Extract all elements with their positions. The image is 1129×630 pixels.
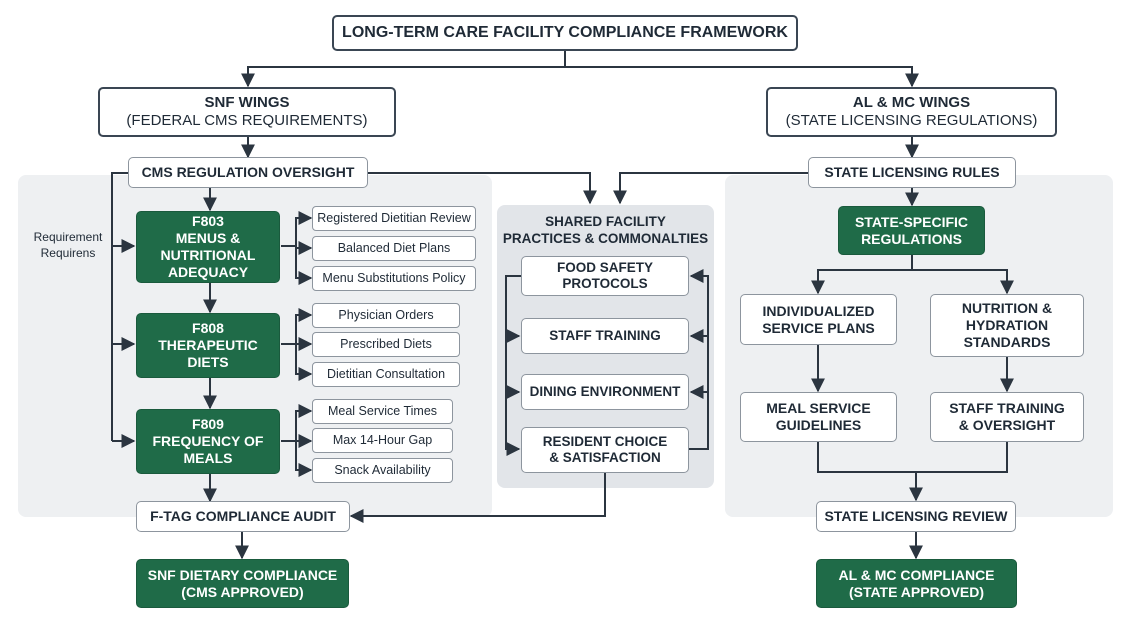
- cms-regulation-oversight: CMS REGULATION OVERSIGHT: [128, 157, 368, 188]
- meal-service-guidelines: MEAL SERVICE GUIDELINES: [740, 392, 897, 442]
- almc-compliance-line-2: (STATE APPROVED): [848, 583, 985, 600]
- f809-node: F809 FREQUENCY OF MEALS: [136, 409, 280, 474]
- shared-dining-environment: DINING ENVIRONMENT: [521, 374, 689, 410]
- side-note: Requirement Requirens: [22, 230, 114, 261]
- side-note-line-1: Requirement: [33, 230, 103, 244]
- almc-wings-header: AL & MC WINGS (STATE LICENSING REGULATIO…: [766, 87, 1057, 137]
- leaf-max-14-hour-gap: Max 14-Hour Gap: [312, 428, 453, 453]
- side-note-line-2: Requirens: [40, 245, 96, 260]
- f-tag-compliance-audit: F-TAG COMPLIANCE AUDIT: [136, 501, 350, 532]
- snf-wings-subtitle: (FEDERAL CMS REQUIREMENTS): [126, 112, 368, 129]
- shared-title-line-1: SHARED FACILITY: [545, 214, 666, 229]
- f808-node: F808 THERAPEUTIC DIETS: [136, 313, 280, 378]
- state-specific-regulations: STATE-SPECIFIC REGULATIONS: [838, 206, 985, 255]
- staff-training-oversight: STAFF TRAINING & OVERSIGHT: [930, 392, 1084, 442]
- almc-compliance-line-1: AL & MC COMPLIANCE: [838, 566, 995, 583]
- f803-code: F803: [192, 213, 224, 230]
- snf-wings-header: SNF WINGS (FEDERAL CMS REQUIREMENTS): [98, 87, 396, 137]
- leaf-balanced-diet-plans: Balanced Diet Plans: [312, 236, 476, 261]
- shared-food-safety: FOOD SAFETY PROTOCOLS: [521, 256, 689, 296]
- shared-staff-training: STAFF TRAINING: [521, 318, 689, 354]
- almc-wings-title: AL & MC WINGS: [852, 94, 971, 111]
- f809-code: F809: [192, 416, 224, 433]
- leaf-registered-dietitian-review: Registered Dietitian Review: [312, 206, 476, 231]
- shared-resident-choice: RESIDENT CHOICE & SATISFACTION: [521, 427, 689, 473]
- snf-compliance-line-2: (CMS APPROVED): [181, 583, 304, 600]
- almc-wings-subtitle: (STATE LICENSING REGULATIONS): [785, 112, 1038, 129]
- leaf-dietitian-consultation: Dietitian Consultation: [312, 362, 460, 387]
- f803-name: MENUS & NUTRITIONAL ADEQUACY: [160, 230, 256, 280]
- state-licensing-rules: STATE LICENSING RULES: [808, 157, 1016, 188]
- nutrition-hydration-standards: NUTRITION & HYDRATION STANDARDS: [930, 294, 1084, 357]
- shared-title-line-2: PRACTICES & COMMONALTIES: [502, 230, 709, 246]
- f803-node: F803 MENUS & NUTRITIONAL ADEQUACY: [136, 211, 280, 283]
- shared-practices-title: SHARED FACILITY PRACTICES & COMMONALTIES: [497, 214, 714, 248]
- state-licensing-review: STATE LICENSING REVIEW: [816, 501, 1016, 532]
- almc-compliance: AL & MC COMPLIANCE (STATE APPROVED): [816, 559, 1017, 608]
- snf-dietary-compliance: SNF DIETARY COMPLIANCE (CMS APPROVED): [136, 559, 349, 608]
- leaf-meal-service-times: Meal Service Times: [312, 399, 453, 424]
- f808-code: F808: [192, 320, 224, 337]
- leaf-physician-orders: Physician Orders: [312, 303, 460, 328]
- framework-title: LONG-TERM CARE FACILITY COMPLIANCE FRAME…: [332, 15, 798, 51]
- leaf-prescribed-diets: Prescribed Diets: [312, 332, 460, 357]
- f809-name: FREQUENCY OF MEALS: [152, 433, 264, 466]
- leaf-snack-availability: Snack Availability: [312, 458, 453, 483]
- snf-wings-title: SNF WINGS: [204, 94, 290, 111]
- f808-name: THERAPEUTIC DIETS: [158, 337, 258, 370]
- leaf-menu-substitutions-policy: Menu Substitutions Policy: [312, 266, 476, 291]
- individualized-service-plans: INDIVIDUALIZED SERVICE PLANS: [740, 294, 897, 345]
- snf-compliance-line-1: SNF DIETARY COMPLIANCE: [147, 566, 338, 583]
